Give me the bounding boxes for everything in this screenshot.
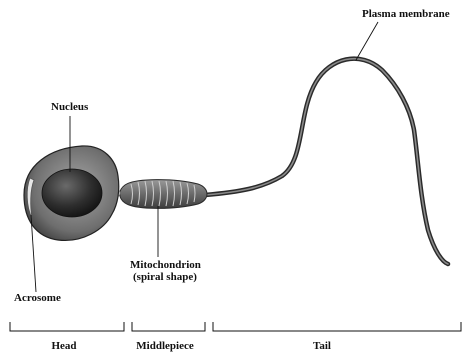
mitochondrion-sublabel: (spiral shape) xyxy=(133,271,197,283)
middlepiece xyxy=(112,180,207,209)
middlepiece-bracket xyxy=(132,322,205,331)
nucleus-label: Nucleus xyxy=(51,101,89,113)
head-region-label: Head xyxy=(51,340,76,352)
tail-region-label: Tail xyxy=(313,340,331,352)
nucleus xyxy=(42,169,102,217)
tail xyxy=(205,59,448,264)
acrosome-label: Acrosome xyxy=(14,292,61,304)
tail-bracket xyxy=(213,322,461,331)
middlepiece-region-label: Middlepiece xyxy=(136,340,194,352)
plasma-membrane-label: Plasma membrane xyxy=(362,8,450,20)
head xyxy=(24,146,119,240)
head-bracket xyxy=(10,322,124,331)
plasma-membrane-leader xyxy=(356,22,378,60)
mitochondrion-label: Mitochondrion xyxy=(130,259,201,271)
